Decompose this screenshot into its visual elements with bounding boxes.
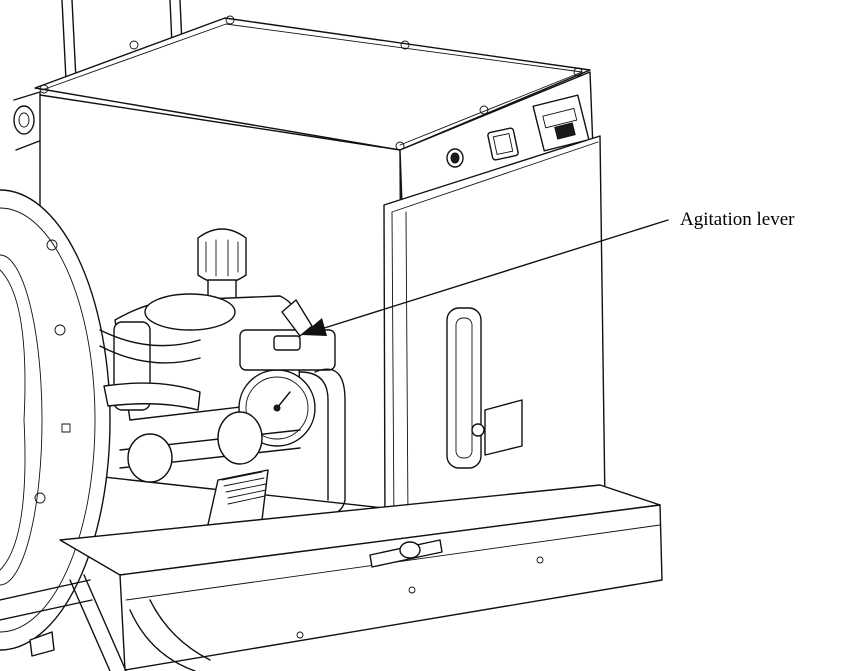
side-door: [383, 135, 606, 531]
agitation-lever-label: Agitation lever: [680, 209, 795, 230]
callout-arrowhead: [302, 318, 327, 336]
base-frame: [0, 484, 663, 671]
callout-leader: [302, 219, 669, 336]
left-bracket: [13, 91, 43, 151]
pump-assembly: [99, 228, 346, 621]
fan-wheel: [0, 189, 111, 651]
